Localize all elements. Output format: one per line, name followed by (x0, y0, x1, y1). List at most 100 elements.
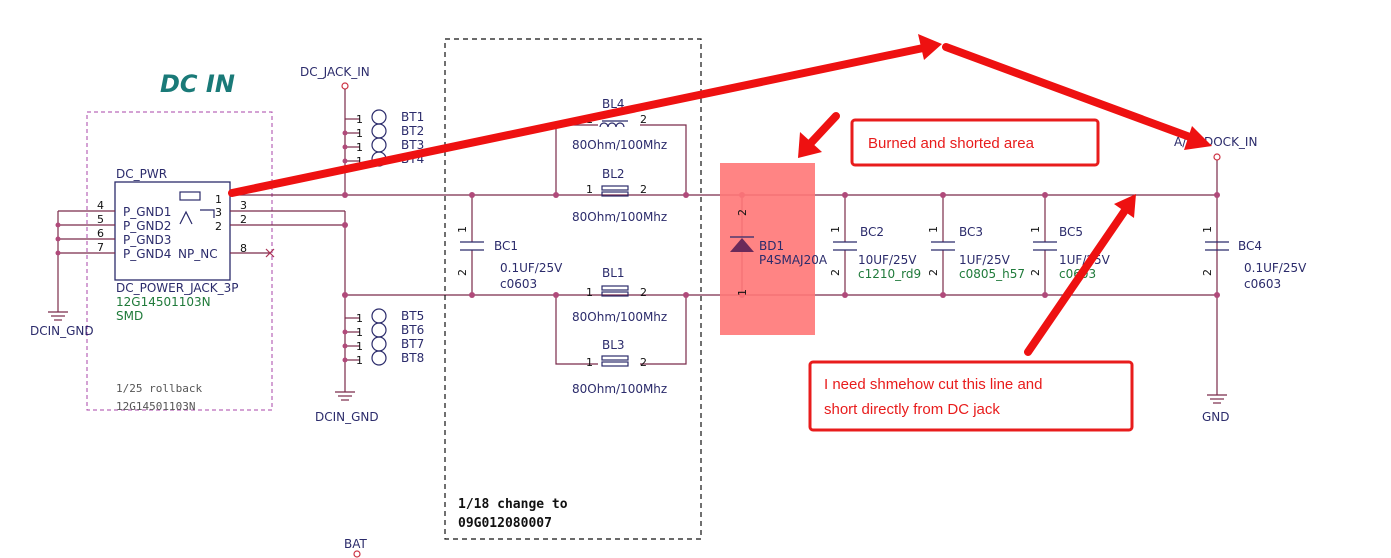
ferrite-bl1-symbol (601, 285, 629, 297)
cap-bc5-pin2: 2 (1029, 269, 1042, 276)
cap-bc4-pin2: 2 (1201, 269, 1214, 276)
bead-bt6: BT6 (401, 323, 424, 337)
connector-right-wires (230, 210, 345, 258)
ferrite-bl4-pin2: 2 (640, 113, 647, 126)
cap-bc3-pin1: 1 (927, 226, 940, 233)
cap-bc1-pin1: 1 (456, 226, 469, 233)
bat-port (353, 550, 361, 558)
pin-num-1: 1 (215, 193, 222, 206)
cap-bc3-pin2: 2 (927, 269, 940, 276)
connector-package: SMD (116, 309, 143, 323)
ferrite-bl2-value: 80Ohm/100Mhz (572, 210, 667, 224)
bead-bt8: BT8 (401, 351, 424, 365)
bead-top-pin-2: 1 (356, 127, 363, 140)
bead-symbols-bottom (371, 308, 387, 366)
change-note-line1: 1/18 change to (458, 497, 568, 512)
callout-burned-box (850, 118, 1100, 167)
dcin-gnd-symbol-left (48, 311, 68, 321)
cap-bc5-symbol (1033, 241, 1057, 251)
diode-bd1-symbol (730, 236, 754, 252)
pin-num-6: 6 (97, 227, 104, 240)
cap-bc3-symbol (931, 241, 955, 251)
cap-bc5-pin1: 1 (1029, 226, 1042, 233)
connector-nc-label: NP_NC (178, 247, 218, 261)
cap-bc2-pin1: 1 (829, 226, 842, 233)
cap-bc4-pkg: c0603 (1244, 277, 1281, 291)
cap-bc4-value: 0.1UF/25V (1244, 261, 1307, 275)
pin-num-2: 2 (240, 213, 247, 226)
dc-jack-in-port (341, 82, 349, 90)
diode-bd1-pin2: 2 (736, 209, 749, 216)
ferrite-bl3-value: 80Ohm/100Mhz (572, 382, 667, 396)
pin-num-2-inner: 2 (215, 220, 222, 233)
ferrite-bl1-pin1: 1 (586, 286, 593, 299)
ferrite-bl1-pin2: 2 (640, 286, 647, 299)
connector-pin-label-3: P_GND3 (123, 233, 171, 247)
dcin-gnd-symbol-center (335, 391, 355, 401)
pin-num-3: 3 (240, 199, 247, 212)
bead-top-pin-3: 1 (356, 141, 363, 154)
gnd-symbol-right (1207, 394, 1227, 404)
cap-bc2-value: 10UF/25V (858, 253, 917, 267)
ferrite-bl3-pin1: 1 (586, 356, 593, 369)
net-dc-jack-in: DC_JACK_IN (300, 65, 370, 79)
cap-bc4-ref: BC4 (1238, 239, 1262, 253)
annotation-arrows (228, 34, 1212, 356)
bead-bt3: BT3 (401, 138, 424, 152)
connector-pin-label-1: P_GND1 (123, 205, 171, 219)
cap-bc5-ref: BC5 (1059, 225, 1083, 239)
diode-bd1-ref: BD1 (759, 239, 784, 253)
ferrite-bl3-symbol (601, 355, 629, 367)
cap-bc2-ref: BC2 (860, 225, 884, 239)
ferrite-bl1-ref: BL1 (602, 266, 625, 280)
cap-bc1-ref: BC1 (494, 239, 518, 253)
connector-pn: 12G14501103N (116, 295, 211, 309)
ferrite-bl2-symbol (601, 185, 629, 197)
bead-bottom-pin-2: 1 (356, 326, 363, 339)
cap-bc2-symbol (833, 241, 857, 251)
ferrite-bl2-pin1: 1 (586, 183, 593, 196)
cap-bc4-symbol (1205, 241, 1229, 251)
cap-bc3-value: 1UF/25V (959, 253, 1011, 267)
cap-bc1-pin2: 2 (456, 269, 469, 276)
connector-pin-label-4: P_GND4 (123, 247, 171, 261)
connector-note-rollback: 1/25 rollback (116, 382, 202, 395)
connector-pin-label-2: P_GND2 (123, 219, 171, 233)
jack-switch-symbol (179, 209, 215, 225)
ferrite-bl3-pin2: 2 (640, 356, 647, 369)
ferrite-bl3-ref: BL3 (602, 338, 625, 352)
bead-bottom-pin-4: 1 (356, 354, 363, 367)
pin-num-5: 5 (97, 213, 104, 226)
bead-top-pin-1: 1 (356, 113, 363, 126)
pin-num-7: 7 (97, 241, 104, 254)
ferrite-bl4-value: 80Ohm/100Mhz (572, 138, 667, 152)
bead-bt1: BT1 (401, 110, 424, 124)
connector-ref: DC_PWR (116, 167, 167, 181)
dock-in-port (1213, 153, 1221, 161)
pin-num-4: 4 (97, 199, 104, 212)
ferrite-bl4-ref: BL4 (602, 97, 625, 111)
diode-bd1-value: P4SMAJ20A (759, 253, 828, 267)
diode-bd1-pin1: 1 (736, 289, 749, 296)
cap-bc4-pin1: 1 (1201, 226, 1214, 233)
ferrite-bl2-ref: BL2 (602, 167, 625, 181)
pin-num-3-inner: 3 (215, 206, 222, 219)
pin-num-8: 8 (240, 242, 247, 255)
change-note-box (444, 38, 702, 540)
cap-bc1-symbol (460, 241, 484, 251)
section-title: DC IN (160, 70, 235, 98)
connector-left-pins (55, 210, 115, 312)
cap-bc2-pkg: c1210_rd9 (858, 267, 921, 281)
net-dock-in: DOCK_IN (1204, 135, 1257, 149)
net-dcin-gnd-left: DCIN_GND (30, 324, 94, 338)
cap-bc2-pin2: 2 (829, 269, 842, 276)
cap-bc1-pkg: c0603 (500, 277, 537, 291)
net-bat: BAT (344, 537, 368, 551)
bead-bt2: BT2 (401, 124, 424, 138)
connector-outline (86, 111, 273, 411)
cap-bc1-value: 0.1UF/25V (500, 261, 563, 275)
ferrite-bl1-value: 80Ohm/100Mhz (572, 310, 667, 324)
callout-need-text-2: short directly from DC jack (824, 401, 1000, 418)
connector-part: DC_POWER_JACK_3P (116, 281, 239, 295)
